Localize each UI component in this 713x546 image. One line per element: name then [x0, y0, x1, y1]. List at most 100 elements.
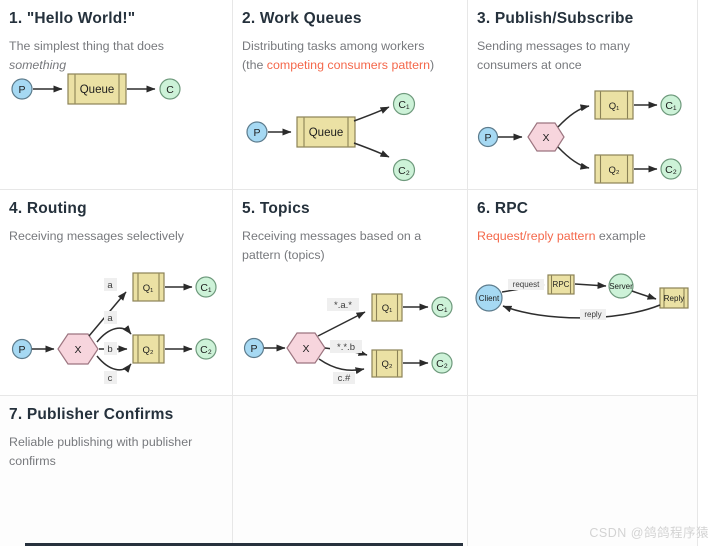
exchange-node: X [527, 122, 565, 152]
arrow [318, 358, 365, 375]
arrow [96, 325, 132, 343]
consumer-2-node: C₂ [392, 158, 416, 182]
svg-text:C₁: C₁ [200, 282, 212, 294]
svg-text:request: request [513, 280, 540, 289]
svg-text:a: a [107, 313, 113, 324]
cell-desc-publish-subscribe: Sending messages to many consumers at on… [477, 39, 630, 73]
svg-text:P: P [484, 132, 491, 144]
diagram-publish-subscribe: P X Q₁ C₁ Q₂ [477, 90, 682, 184]
svg-text:c.#: c.# [338, 373, 351, 384]
arrow [557, 146, 590, 170]
svg-text:Q₂: Q₂ [608, 165, 619, 176]
queue-node: Queue [296, 116, 356, 148]
svg-text:C₂: C₂ [200, 344, 212, 356]
cell-title-publisher-confirms: 7. Publisher Confirms [9, 406, 174, 423]
cell-title-work-queues: 2. Work Queues [242, 10, 362, 27]
arrow [574, 281, 607, 289]
diagram-rpc: request Client RPC Server [475, 273, 689, 320]
svg-text:Reply: Reply [664, 294, 684, 303]
arrow [353, 106, 390, 122]
svg-text:Server: Server [609, 282, 633, 291]
svg-text:Client: Client [479, 294, 500, 303]
cell-desc-work-queues: Distributing tasks among workers (the co… [233, 28, 467, 75]
svg-text:*.a.*: *.a.* [334, 300, 352, 311]
desc-text: example [595, 229, 646, 244]
producer-node: P [243, 337, 265, 359]
cell-desc-hello-world: The simplest thing that does something [0, 28, 232, 75]
binding-key-label: a [104, 311, 117, 324]
svg-text:Q₁: Q₁ [382, 303, 393, 314]
svg-text:C₁: C₁ [436, 302, 448, 314]
consumer-1-node: C₁ [392, 92, 416, 116]
queue-1-node: Q₁ [371, 293, 403, 322]
cell-rpc: 6. RPC Request/reply pattern example req… [468, 190, 698, 396]
svg-text:Queue: Queue [309, 127, 344, 139]
desc-em: something [9, 58, 67, 73]
queue-2-node: Q₂ [371, 349, 403, 378]
svg-text:P: P [18, 84, 25, 96]
binding-key-label: c.# [333, 372, 355, 384]
arrow [96, 355, 132, 373]
svg-text:P: P [18, 344, 25, 356]
desc-text: Distributing tasks among workers (the [242, 39, 425, 73]
svg-text:X: X [542, 132, 549, 144]
consumer-2-node: C₂ [431, 352, 453, 374]
rpc-queue-node: RPC [547, 274, 575, 295]
arrow [631, 290, 657, 300]
exchange-node: X [286, 332, 326, 364]
svg-text:X: X [74, 344, 81, 356]
cell-title-routing: 4. Routing [9, 200, 87, 217]
svg-text:C₂: C₂ [665, 164, 677, 176]
cell-title-topics: 5. Topics [242, 200, 310, 217]
svg-text:a: a [107, 280, 113, 291]
arrow [557, 104, 590, 128]
cell-desc-rpc: Request/reply pattern example [468, 218, 697, 246]
request-label: request [508, 279, 544, 290]
binding-key-label: b [104, 342, 117, 355]
producer-node: P [246, 121, 268, 143]
svg-text:C: C [166, 84, 174, 96]
request-reply-pattern-link[interactable]: Request/reply pattern [477, 229, 596, 244]
svg-text:C₂: C₂ [436, 358, 448, 370]
diagram-topics: P X *.a.* *.*.b c.# [243, 293, 453, 384]
cell-empty-8 [233, 396, 468, 546]
svg-text:*.*.b: *.*.b [337, 342, 355, 353]
svg-text:b: b [107, 344, 112, 355]
svg-text:Queue: Queue [80, 84, 115, 96]
cell-hello-world: 1. "Hello World!" The simplest thing tha… [0, 0, 233, 190]
consumer-2-node: C₂ [660, 158, 682, 180]
binding-key-label: *.*.b [330, 340, 362, 353]
desc-text: The simplest thing that does [9, 39, 164, 54]
cell-empty-9 [468, 396, 698, 546]
queue-1-node: Q₁ [594, 90, 634, 120]
producer-node: P [11, 338, 33, 360]
queue-2-node: Q₂ [594, 154, 634, 184]
svg-text:c: c [108, 373, 113, 384]
client-node: Client [475, 284, 503, 312]
svg-text:C₂: C₂ [398, 165, 410, 177]
competing-consumers-link[interactable]: competing consumers pattern [266, 58, 431, 73]
consumer-1-node: C₁ [431, 296, 453, 318]
reply-queue-node: Reply [659, 287, 689, 309]
binding-key-label: c [104, 371, 117, 384]
svg-text:RPC: RPC [553, 280, 570, 289]
server-node: Server [608, 273, 634, 299]
arrow [353, 142, 390, 158]
cell-desc-topics: Receiving messages based on a pattern (t… [242, 229, 422, 263]
cell-title-hello-world: 1. "Hello World!" [9, 10, 136, 27]
queue-node: Queue [67, 73, 127, 105]
cell-desc-routing: Receiving messages selectively [9, 229, 184, 244]
diagram-routing: P X a a b [11, 272, 217, 384]
cell-publisher-confirms: 7. Publisher Confirms Reliable publishin… [0, 396, 233, 546]
queue-1-node: Q₁ [132, 272, 165, 302]
svg-text:reply: reply [584, 310, 601, 319]
binding-key-label: *.a.* [327, 298, 359, 311]
svg-text:Q₂: Q₂ [381, 359, 392, 370]
cell-routing: 4. Routing Receiving messages selectivel… [0, 190, 233, 396]
cell-work-queues: 2. Work Queues Distributing tasks among … [233, 0, 468, 190]
svg-text:P: P [253, 127, 260, 139]
svg-text:C₁: C₁ [665, 100, 677, 112]
svg-text:Q₁: Q₁ [143, 283, 154, 294]
producer-node: P [477, 126, 499, 148]
svg-text:X: X [302, 343, 309, 355]
